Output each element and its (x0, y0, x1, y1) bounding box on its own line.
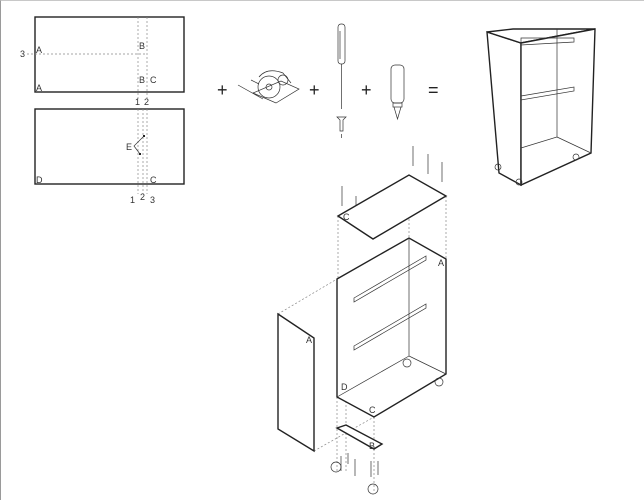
label-a: A (36, 83, 42, 93)
back-panel: A D C (336, 237, 447, 418)
label-b: B (369, 441, 375, 451)
glue-bottle-icon (390, 64, 405, 121)
label-d: D (341, 382, 348, 392)
label-c: C (369, 405, 376, 415)
bottom-plate (335, 424, 384, 450)
label-1: 1 (130, 195, 135, 205)
top-panel (336, 174, 448, 240)
label-d: D (36, 175, 43, 185)
label-3: 3 (20, 49, 25, 59)
plus-sign: + (217, 80, 228, 100)
label-a: A (36, 45, 42, 55)
label-1: 1 (135, 97, 140, 107)
guide-lines (277, 175, 447, 491)
plus-sign: + (309, 80, 320, 100)
rail (353, 255, 427, 303)
plus-sign: + (361, 80, 372, 100)
screw-icon (336, 116, 347, 138)
label-a: A (306, 335, 312, 345)
label-b: B (139, 75, 145, 85)
circular-saw-icon (237, 70, 300, 104)
screwdriver-icon (337, 23, 346, 109)
rail (353, 303, 427, 351)
assembled-cabinet (486, 28, 596, 187)
label-a: A (438, 258, 444, 268)
label-c: C (150, 75, 157, 85)
label-e: E (126, 142, 132, 152)
equals-sign: = (428, 80, 439, 100)
label-b: B (139, 41, 145, 51)
cut-plan-panel-2: E D C 1 2 3 (34, 108, 185, 205)
label-2: 2 (140, 192, 145, 202)
label-3: 3 (150, 195, 155, 205)
cut-plan-panel-1: 3 A A B B C 1 2 (20, 16, 185, 107)
side-panel (277, 312, 315, 453)
label-c: C (150, 175, 157, 185)
label-2: 2 (144, 97, 149, 107)
caster-icon (330, 358, 444, 495)
label-c: C (343, 212, 350, 222)
